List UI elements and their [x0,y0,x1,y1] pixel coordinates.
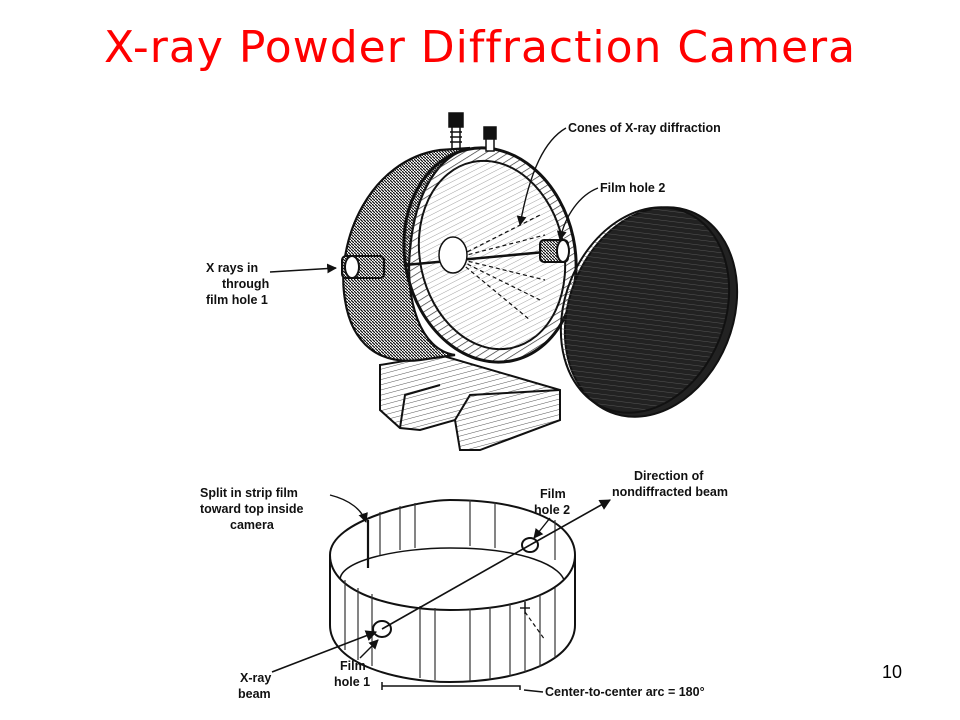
film-hole-2-collimator [539,239,570,263]
camera-stand [379,353,561,451]
bottom-labels: Split in strip film toward top inside ca… [200,469,728,701]
label-split-2: toward top inside [200,502,304,516]
label-cones: Cones of X-ray diffraction [568,121,721,135]
label-film-hole-2-bottom-2: hole 2 [534,503,570,517]
label-xray-beam-2: beam [238,687,271,701]
label-film-hole-2-bottom-1: Film [540,487,566,501]
top-screws [448,112,497,152]
label-film-hole-1-2: hole 1 [334,675,370,689]
film-strip [329,498,576,690]
label-direction-1: Direction of [634,469,704,483]
camera-lid [559,206,739,418]
slide-title: X-ray Powder Diffraction Camera [103,22,857,73]
label-film-hole-1-1: Film [340,659,366,673]
label-split-3: camera [230,518,275,532]
sample-holder [438,236,468,274]
label-xrays-in-3: film hole 1 [206,293,268,307]
label-xray-beam-1: X-ray [240,671,271,685]
label-film-hole-2-top: Film hole 2 [600,181,665,195]
label-xrays-in-2: through [222,277,269,291]
top-labels: Cones of X-ray diffraction Film hole 2 X… [206,121,721,307]
direct-beam [404,250,546,267]
film-hole-1-collimator [341,255,385,279]
page-number: 10 [881,662,902,682]
label-arc: Center-to-center arc = 180° [545,685,705,699]
camera-body [341,112,578,451]
label-xrays-in-1: X rays in [206,261,258,275]
label-split-1: Split in strip film [200,486,298,500]
label-direction-2: nondiffracted beam [612,485,728,499]
